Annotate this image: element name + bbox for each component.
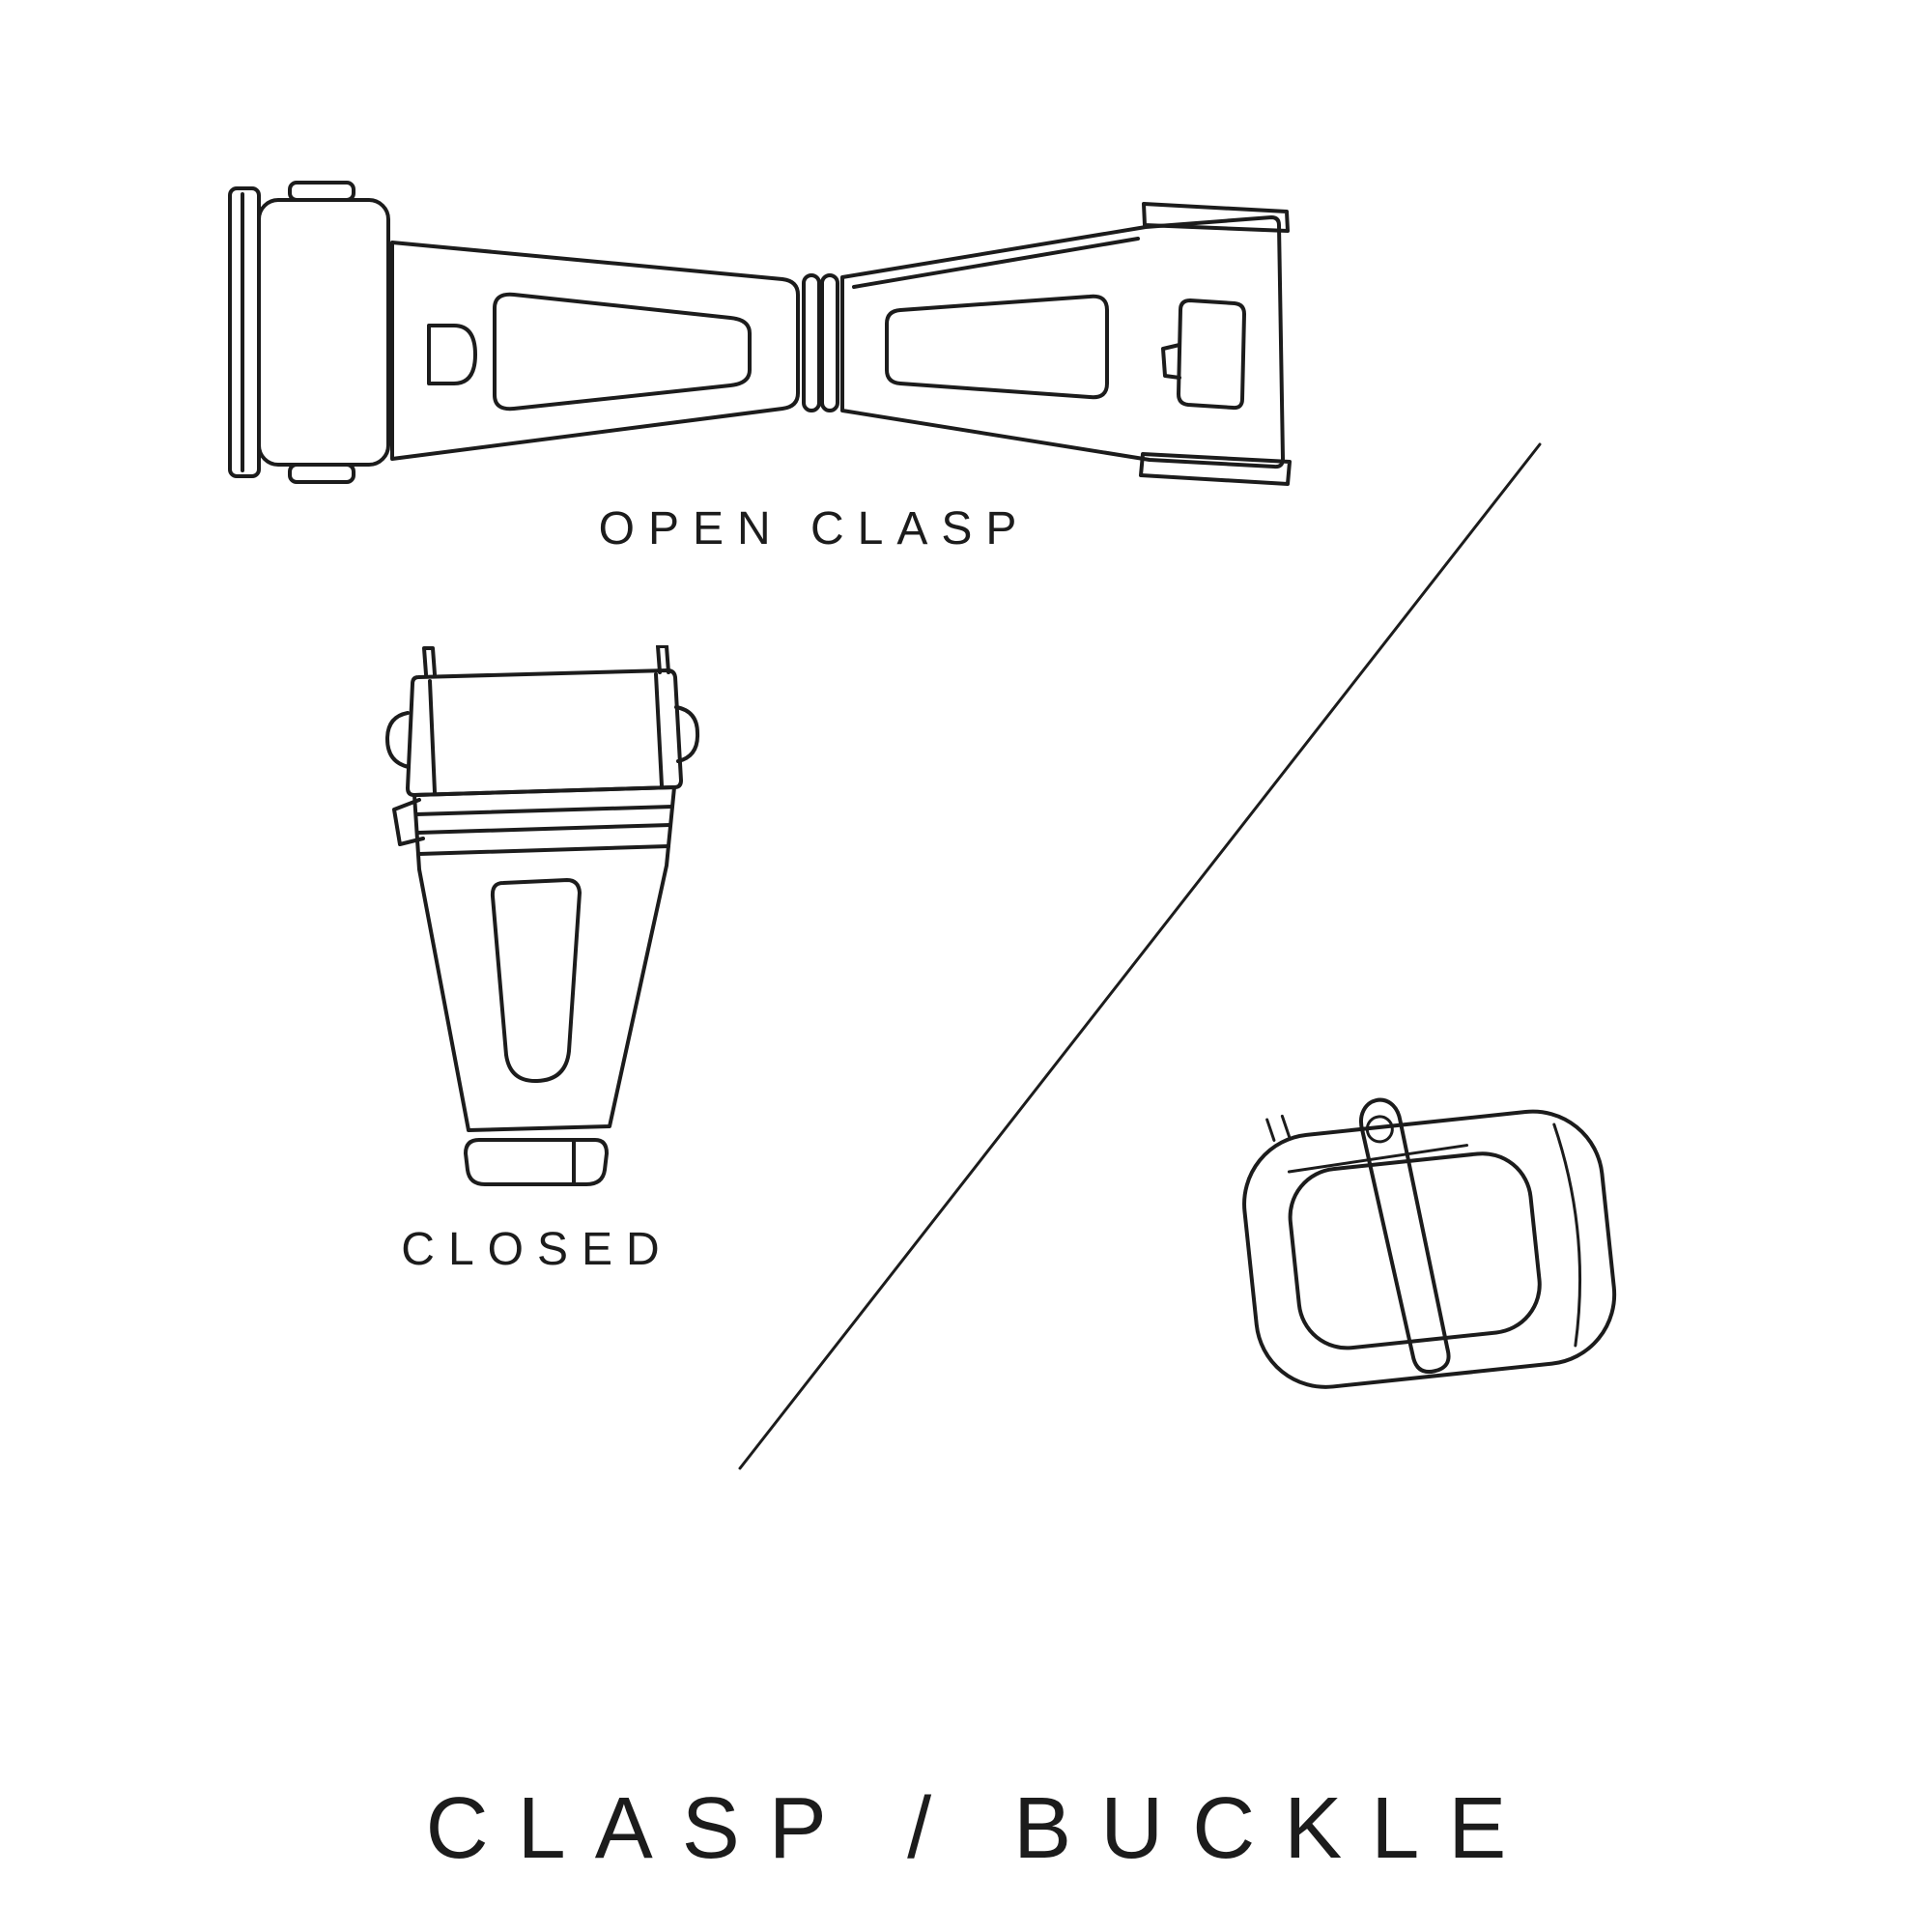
closed-clasp-illustration [385,645,700,1186]
buckle-pin-bar [1265,1114,1469,1174]
closed-clasp-foot [464,1138,609,1186]
open-clasp-end-link [228,181,390,484]
open-clasp-illustration [228,181,1292,486]
buckle-tongue [1359,1097,1451,1375]
open-clasp-left-arm [390,241,800,461]
open-clasp-label: OPEN CLASP [598,503,1031,554]
closed-clasp-prongs [422,645,670,676]
closed-clasp-label: CLOSED [401,1224,673,1275]
buckle-illustration [1242,1097,1617,1389]
open-clasp-right-arm [840,202,1292,486]
closed-clasp-body [392,785,676,1132]
page-title: CLASP / BUCKLE [425,1780,1536,1877]
open-clasp-hinge [802,273,839,412]
buckle-frame [1242,1109,1617,1389]
